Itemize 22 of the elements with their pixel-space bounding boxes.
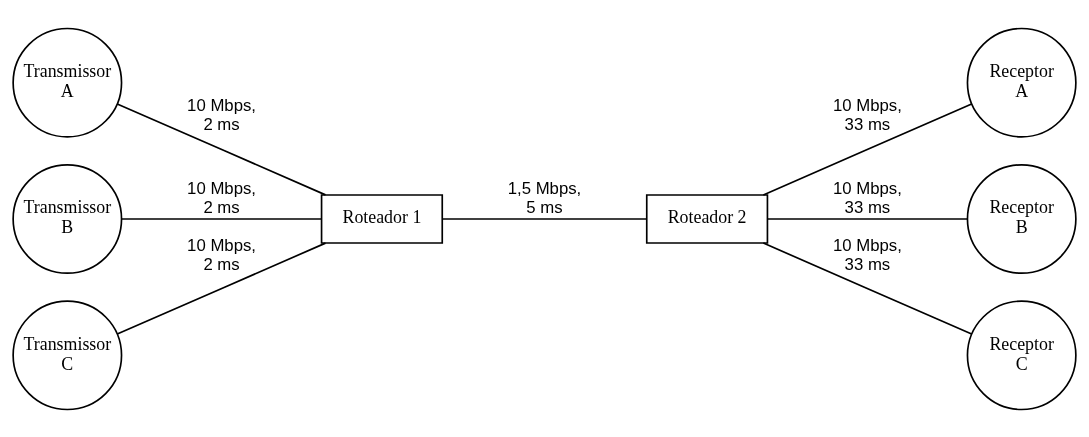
node-box: Roteador 1 [320, 193, 444, 244]
node-circle: Transmissor C [12, 299, 123, 410]
edge-label: 10 Mbps, 33 ms [833, 178, 902, 217]
connector [120, 217, 323, 220]
node-circle: Receptor A [966, 27, 1077, 138]
connector [441, 217, 648, 220]
node-circle: Receptor B [966, 163, 1077, 274]
connector [762, 241, 973, 335]
connector [116, 102, 327, 196]
node-circle: Transmissor A [12, 27, 123, 138]
connector [762, 102, 973, 196]
node-box: Roteador 2 [645, 193, 769, 244]
node-circle: Transmissor B [12, 163, 123, 274]
edge-label: 10 Mbps, 33 ms [833, 95, 902, 134]
connector [116, 241, 327, 335]
connector [766, 217, 968, 220]
edge-label: 1,5 Mbps, 5 ms [507, 178, 582, 217]
node-circle: Receptor C [966, 299, 1077, 410]
edge-label: 10 Mbps, 2 ms [187, 95, 256, 134]
edge-label: 10 Mbps, 33 ms [833, 235, 902, 274]
edge-label: 10 Mbps, 2 ms [187, 235, 256, 274]
edge-label: 10 Mbps, 2 ms [187, 178, 256, 217]
